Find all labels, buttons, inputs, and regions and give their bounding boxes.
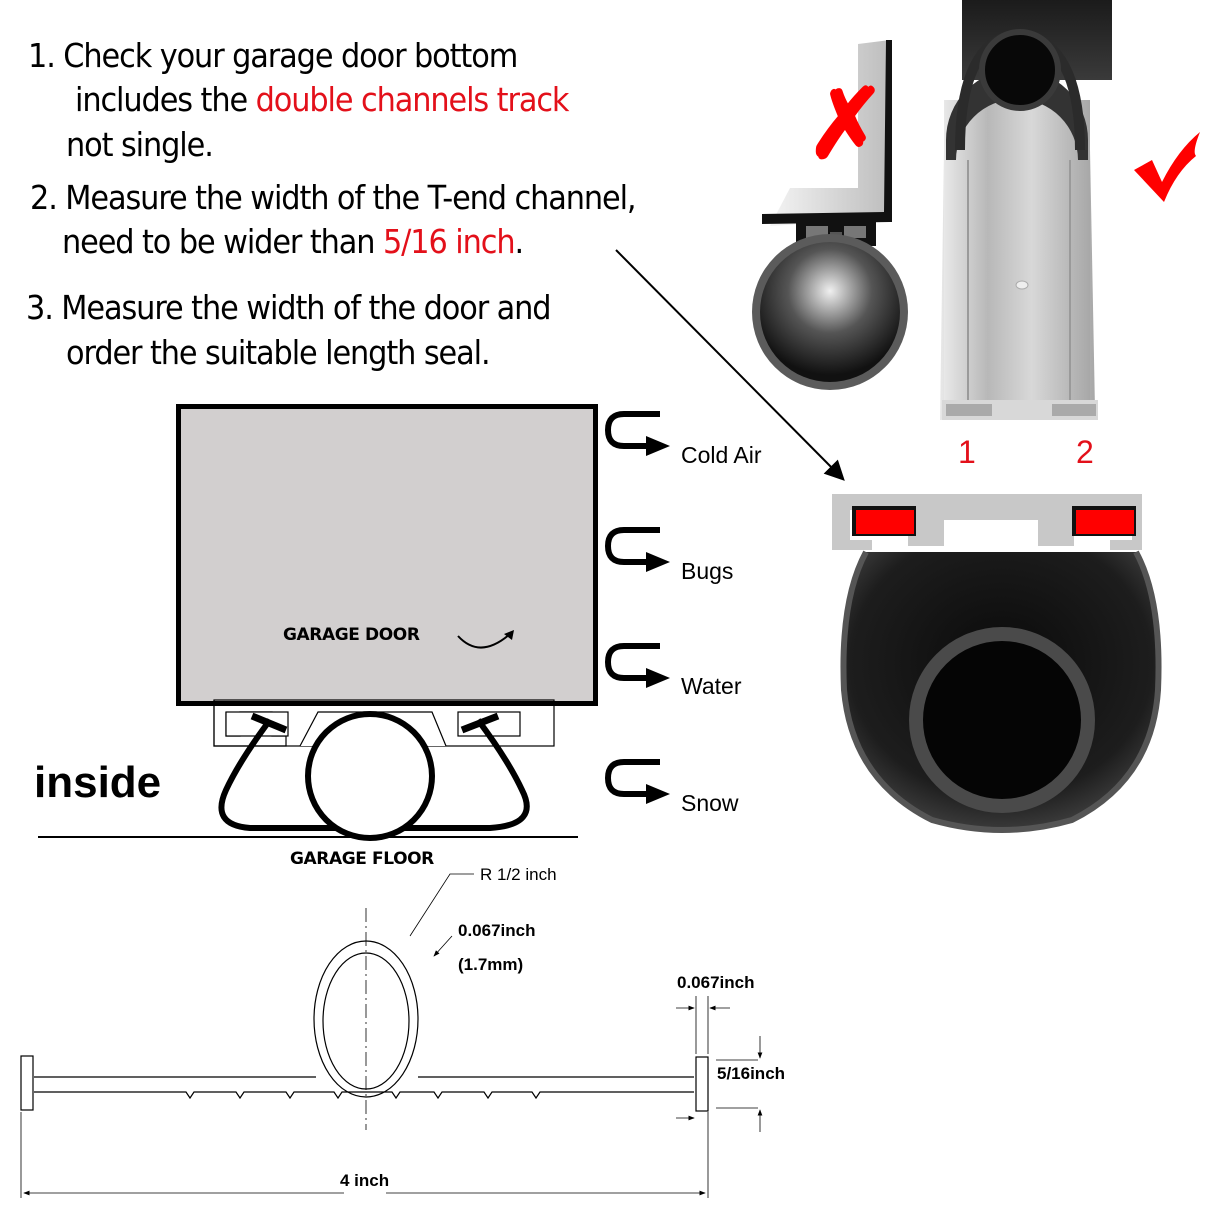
- total-width-label: 4 inch: [340, 1171, 390, 1190]
- tend-thickness-label: 0.067inch: [677, 973, 755, 992]
- garage-floor-label: GARAGE FLOOR: [290, 849, 434, 869]
- step1-line1: 1. Check your garage door bottom: [28, 36, 518, 75]
- radius-value: R 1/2 inch: [480, 865, 557, 884]
- deflect-arrow-icon-bugs: [604, 527, 670, 572]
- step1-text: includes the: [75, 80, 256, 119]
- step3-line1: 3. Measure the width of the door and: [26, 288, 552, 327]
- dimension-drawing: [20, 873, 763, 1198]
- step2-highlight: 5/16 inch: [382, 222, 516, 261]
- step2-text: need to be wider than: [62, 222, 383, 261]
- step2-line1: 2. Measure the width of the T-end channe…: [30, 178, 637, 217]
- hazard-water: Water: [681, 673, 742, 699]
- hazard-cold-air: Cold Air: [681, 442, 762, 468]
- radius-label: R 1/2 inch: [480, 865, 557, 885]
- step1-line2: includes the double channels track: [75, 78, 570, 122]
- curved-arrow-icon: [457, 630, 514, 649]
- wrong-x-mark: ✗: [806, 71, 887, 178]
- seal-cross-section: [832, 494, 1162, 833]
- step2-suffix: .: [514, 222, 524, 261]
- deflect-arrow-icon-snow: [604, 759, 670, 804]
- wall-thickness-label: 0.067inch: [458, 921, 536, 940]
- double-channel-photo: [940, 0, 1112, 420]
- step2-line2: need to be wider than 5/16 inch.: [62, 220, 524, 264]
- step1-highlight: double channels track: [255, 80, 570, 119]
- channel-label-1: 1: [958, 434, 976, 470]
- step1-line3: not single.: [66, 125, 214, 164]
- wall-thickness-mm-label: (1.7mm): [458, 955, 524, 974]
- step3-line2: order the suitable length seal.: [66, 333, 491, 372]
- seal-profile-drawing: [38, 699, 578, 841]
- inside-label: inside: [34, 758, 162, 807]
- check-mark-icon: [1134, 132, 1200, 202]
- garage-door-label: GARAGE DOOR: [283, 625, 420, 645]
- channel-label-2: 2: [1076, 434, 1094, 470]
- hazard-bugs: Bugs: [681, 558, 734, 584]
- single-channel-photo: [752, 40, 908, 390]
- garage-door: [176, 404, 598, 706]
- deflect-arrow-icon-cold-air: [604, 411, 670, 456]
- deflect-arrow-icon-water: [604, 643, 670, 688]
- tend-height-label: 5/16inch: [717, 1064, 786, 1083]
- hazard-snow: Snow: [681, 790, 739, 816]
